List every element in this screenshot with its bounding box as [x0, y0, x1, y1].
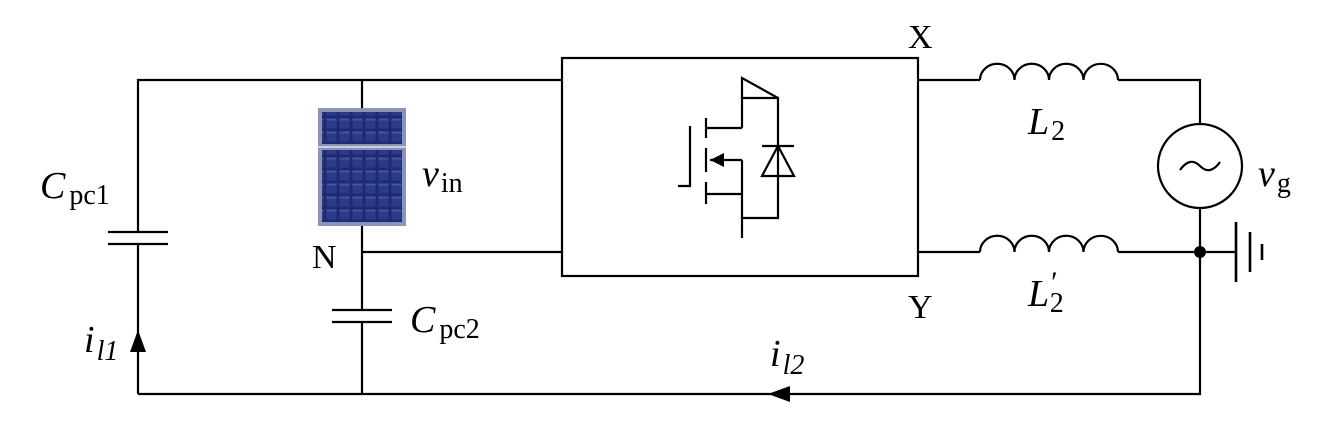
wires [136, 78, 1236, 396]
inductor-l2-prime [978, 234, 1120, 253]
l2-label: L2 [1027, 101, 1065, 147]
node-y-label: Y [908, 289, 933, 326]
node-n-label: N [312, 239, 337, 276]
vin-label: vin [422, 153, 463, 199]
mosfet-arrow [710, 153, 724, 167]
ground-icon [1234, 222, 1264, 282]
current-arrow-il1 [130, 330, 146, 352]
wire-l2-to-source [1118, 78, 1202, 124]
mosfet-icon [678, 76, 796, 238]
solar-panel-icon [318, 108, 406, 226]
current-arrow-il2 [768, 386, 790, 402]
capacitor-cpc1 [108, 230, 168, 246]
wire-bottom-return [138, 252, 1202, 396]
wire-left-top [136, 78, 362, 232]
node-x-label: X [908, 19, 933, 56]
capacitor-cpc2 [332, 308, 392, 324]
il1-label: il1 [84, 319, 118, 367]
converter-box [560, 56, 920, 278]
ac-source-icon [1156, 122, 1244, 210]
l2-prime-label: L′2 [1027, 266, 1064, 319]
inductor-l2 [978, 62, 1120, 81]
junction-dot [1194, 246, 1206, 258]
vg-label: vg [1258, 153, 1291, 199]
il2-label: il2 [770, 333, 804, 381]
